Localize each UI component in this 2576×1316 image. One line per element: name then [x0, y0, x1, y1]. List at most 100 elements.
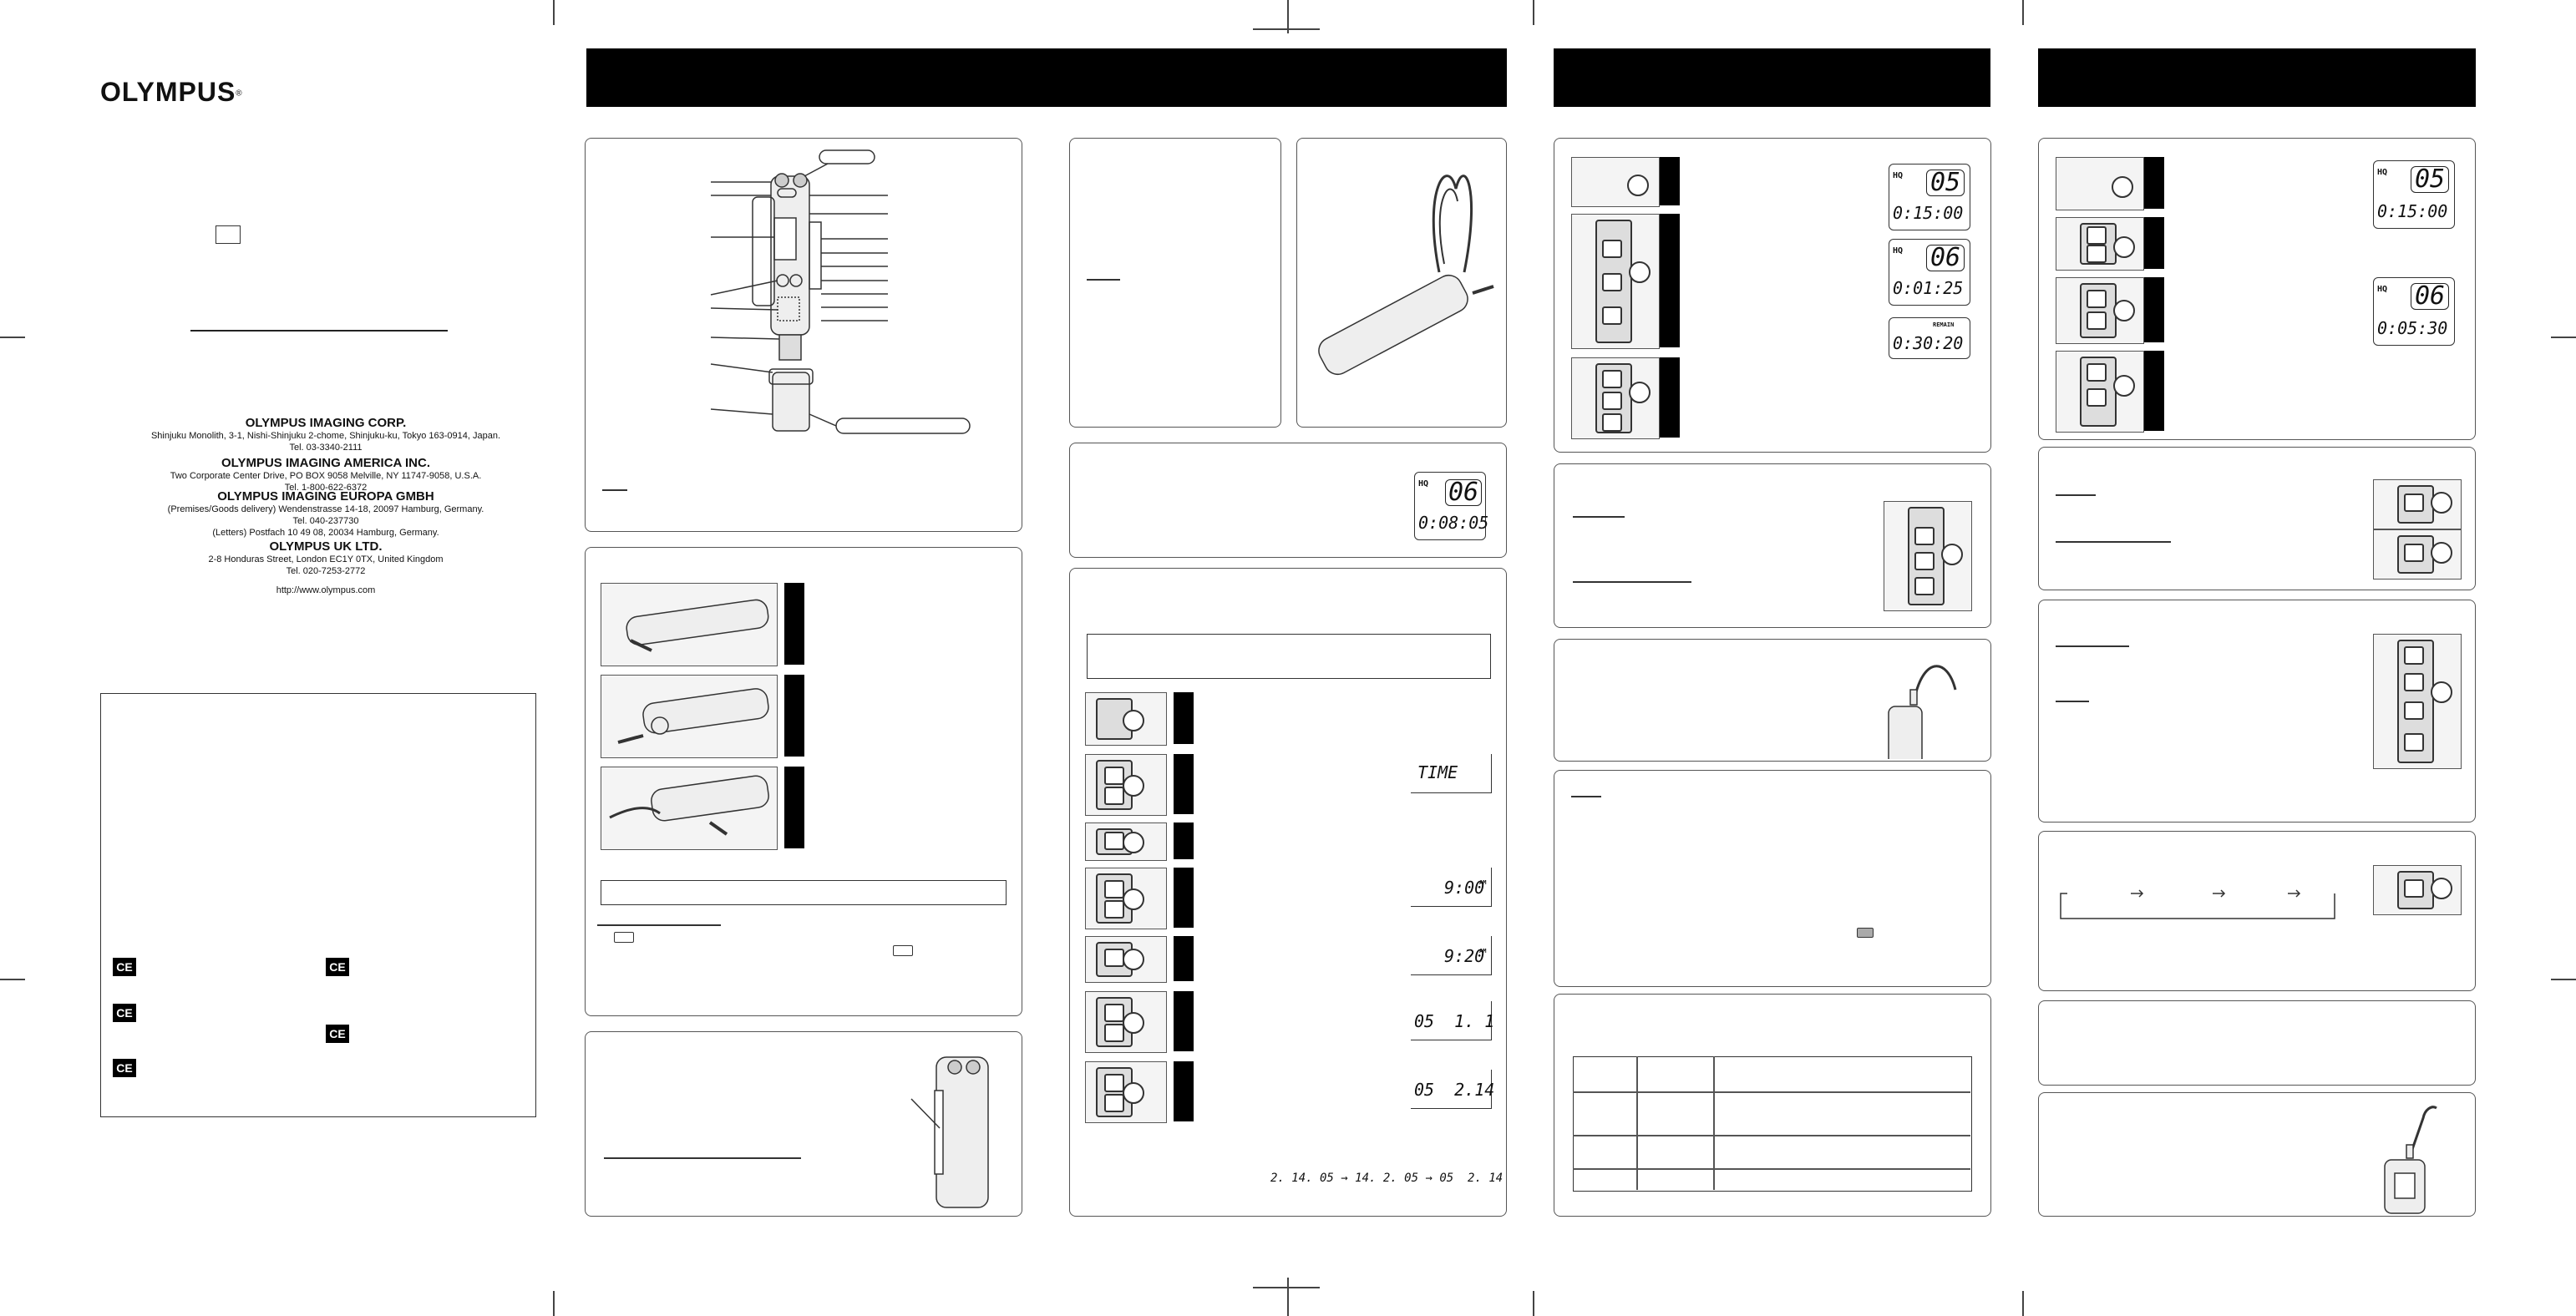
step-image	[1085, 692, 1167, 746]
heading-underline	[2056, 541, 2171, 543]
date-format: 2. 14. 05	[1270, 1172, 1334, 1185]
elapsed-time: 0:01:25	[1893, 278, 1964, 298]
step-marker	[1660, 157, 1680, 205]
language-box	[216, 225, 241, 244]
step-image	[1085, 1061, 1167, 1123]
battery-step-image	[601, 583, 778, 666]
note-underline	[1087, 279, 1120, 281]
date-lcd: 05 2.14	[1411, 1070, 1494, 1109]
elapsed-time: 0:15:00	[2377, 201, 2448, 221]
step-marker	[2144, 217, 2164, 269]
step-marker	[1174, 991, 1194, 1051]
clock-value: 9:00	[1444, 878, 1485, 898]
date-value: 05 1. 1	[1414, 1011, 1495, 1031]
elapsed-time: 0:08:05	[1418, 513, 1489, 533]
note-underline	[602, 489, 627, 491]
folder-number: 06	[1926, 245, 1965, 271]
earphone-box	[2038, 1092, 2476, 1217]
battery-indicator-heading-underline	[597, 924, 721, 926]
hold-switch-illustration	[910, 1056, 989, 1208]
step-marker	[1660, 214, 1680, 347]
mode-cycle-diagram	[2060, 889, 2335, 919]
time-label: TIME	[1417, 762, 1458, 782]
table-divider	[1573, 1168, 1970, 1170]
lcd-display: HQ 06 0:08:05	[1414, 472, 1489, 540]
hq-label: HQ	[2377, 285, 2388, 294]
elapsed-time: 0:05:30	[2377, 318, 2448, 338]
step-image	[1085, 822, 1167, 861]
earphone-jack-illustration	[1888, 665, 1957, 766]
table-divider	[1573, 1091, 1970, 1093]
clock-value: 9:20	[1444, 946, 1485, 966]
fast-forward-box	[2038, 447, 2476, 590]
company-block: OLYMPUS IMAGING CORP. Shinjuku Monolith,…	[100, 417, 551, 453]
modes-table	[1573, 1056, 1972, 1192]
crop-mark	[553, 1291, 555, 1316]
battery-icon	[1857, 928, 1874, 938]
company-tel: Tel. 1-800-622-6372	[284, 483, 368, 493]
lcd-display: HQ 05 0:15:00	[2373, 160, 2455, 229]
company-tel: Tel. 040-237730	[292, 516, 359, 526]
remain-label: REMAIN	[1933, 321, 1955, 328]
elapsed-time: 0:15:00	[1893, 203, 1964, 223]
step-image	[1085, 868, 1167, 929]
battery-box	[585, 547, 1022, 1016]
website-link[interactable]: http://www.olympus.com	[276, 585, 376, 595]
crop-mark	[1287, 0, 1289, 33]
play-mode-box	[2038, 831, 2476, 991]
hq-label: HQ	[1893, 246, 1904, 256]
strap-illustration	[1318, 175, 1494, 376]
battery-step-image	[601, 767, 778, 850]
crop-mark	[2022, 1291, 2024, 1316]
step-image	[1085, 936, 1167, 983]
company-block: OLYMPUS IMAGING EUROPA GMBH (Premises/Go…	[100, 490, 551, 539]
crop-mark	[1533, 1291, 1534, 1316]
crop-mark	[0, 337, 25, 338]
title-rule	[190, 330, 448, 332]
section-banner	[1554, 48, 1990, 107]
section-banner	[586, 48, 1507, 107]
company-name: OLYMPUS IMAGING AMERICA INC.	[221, 456, 430, 470]
ce-mark-icon: CE	[113, 958, 136, 976]
notes-box	[1554, 770, 1991, 987]
date-format: 05 2. 14	[1439, 1172, 1504, 1185]
company-address-extra: (Letters) Postfach 10 49 08, 20034 Hambu…	[212, 528, 439, 538]
crop-mark	[0, 979, 25, 980]
step-image	[2056, 157, 2144, 210]
date-format: 14. 2. 05	[1355, 1172, 1419, 1185]
step-image	[2056, 351, 2144, 433]
crop-mark	[553, 0, 555, 25]
heading-underline	[2056, 494, 2096, 496]
step-marker	[1174, 1061, 1194, 1121]
recording-modes-box	[1554, 994, 1991, 1217]
note-underline	[1571, 796, 1601, 797]
lcd-display: HQ 06 0:01:25	[1889, 239, 1970, 306]
step-image	[2373, 865, 2462, 915]
step-marker	[1174, 868, 1194, 928]
pause-box	[1554, 463, 1991, 628]
company-block: OLYMPUS IMAGING AMERICA INC. Two Corpora…	[100, 456, 551, 494]
hq-label: HQ	[2377, 168, 2388, 177]
step-marker	[2144, 351, 2164, 431]
erase-box	[2038, 1000, 2476, 1086]
step-marker	[1174, 692, 1194, 744]
date-lcd: 05 1. 1	[1411, 1001, 1495, 1040]
ce-mark-icon: CE	[326, 1025, 349, 1043]
parts-diagram-box	[585, 138, 1022, 532]
heading-underline	[2056, 701, 2089, 702]
crop-mark	[2551, 337, 2576, 338]
heading-underline	[2056, 645, 2129, 647]
battery-step-image	[601, 675, 778, 758]
step-marker	[2144, 157, 2164, 209]
recorder-parts-illustration	[710, 149, 971, 434]
company-tel: Tel. 020-7253-2772	[286, 566, 366, 576]
step-image	[1571, 357, 1660, 439]
step-image	[2373, 529, 2462, 580]
registered-mark: ®	[236, 89, 242, 99]
playback-box: HQ 05 0:15:00 HQ 06 0:05:30	[2038, 138, 2476, 440]
hq-label: HQ	[1418, 479, 1429, 488]
battery-note-box	[601, 880, 1007, 905]
company-block: OLYMPUS UK LTD. 2-8 Honduras Street, Lon…	[100, 540, 551, 577]
logo-text: OLYMPUS	[100, 77, 236, 107]
